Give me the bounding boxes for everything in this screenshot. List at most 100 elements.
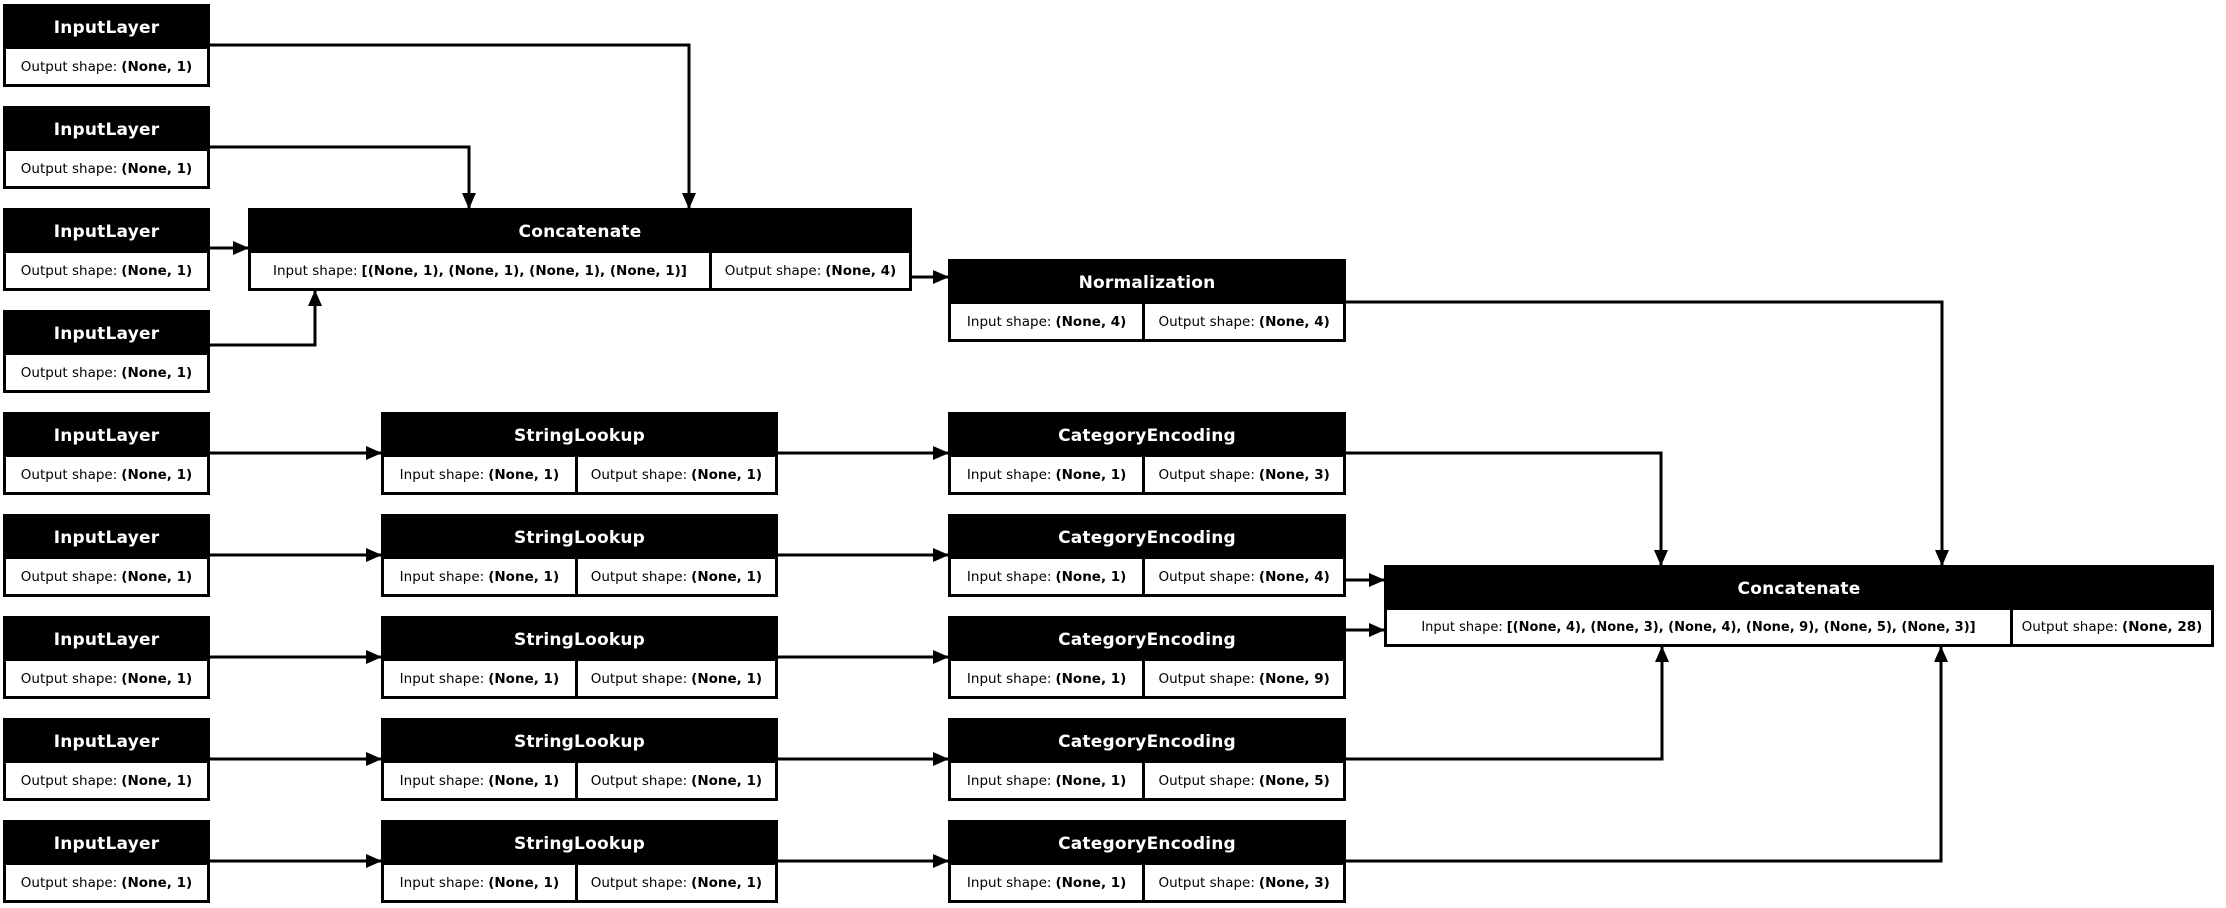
inputlayer-4-output-shape: Output shape:(None, 1) xyxy=(6,355,207,390)
inputlayer-7-output-shape: Output shape:(None, 1) xyxy=(6,661,207,696)
stringlookup-3-output-shape: Output shape:(None, 1) xyxy=(574,661,775,696)
shape-label: Input shape: xyxy=(399,670,485,687)
edge-categoryencoding-4-to-concatenate-2 xyxy=(1346,646,1669,761)
shape-value: (None, 1) xyxy=(121,466,193,483)
shape-value: [(None, 1), (None, 1), (None, 1), (None,… xyxy=(361,262,687,279)
stringlookup-3-shape-row: Input shape:(None, 1)Output shape:(None,… xyxy=(384,661,775,696)
inputlayer-7-shape-row: Output shape:(None, 1) xyxy=(6,661,207,696)
shape-label: Output shape: xyxy=(20,466,118,483)
categoryencoding-1-title: CategoryEncoding xyxy=(951,415,1343,457)
edge-normalization-1-to-concatenate-2 xyxy=(1346,300,1949,566)
stringlookup-3-title: StringLookup xyxy=(384,619,775,661)
concatenate-2-output-shape: Output shape:(None, 28) xyxy=(2009,610,2211,644)
shape-value: [(None, 4), (None, 3), (None, 4), (None,… xyxy=(1506,619,1976,635)
stringlookup-5-output-shape: Output shape:(None, 1) xyxy=(574,865,775,900)
shape-label: Output shape: xyxy=(590,670,688,687)
shape-value: (None, 1) xyxy=(121,364,193,381)
shape-value: (None, 1) xyxy=(1055,874,1127,891)
inputlayer-8-output-shape: Output shape:(None, 1) xyxy=(6,763,207,798)
stringlookup-1-output-shape: Output shape:(None, 1) xyxy=(574,457,775,492)
concatenate-2-shape-row: Input shape:[(None, 4), (None, 3), (None… xyxy=(1387,610,2211,644)
shape-value: (None, 1) xyxy=(488,466,560,483)
shape-label: Output shape: xyxy=(1158,874,1255,891)
categoryencoding-2-input-shape: Input shape:(None, 1) xyxy=(951,559,1142,594)
stringlookup-2-input-shape: Input shape:(None, 1) xyxy=(384,559,575,594)
shape-value: (None, 1) xyxy=(691,568,763,585)
concatenate-2-title: Concatenate xyxy=(1387,568,2211,610)
shape-value: (None, 1) xyxy=(121,772,193,789)
inputlayer-9-output-shape: Output shape:(None, 1) xyxy=(6,865,207,900)
shape-label: Output shape: xyxy=(1158,772,1255,789)
inputlayer-7-title: InputLayer xyxy=(6,619,207,661)
stringlookup-1-title: StringLookup xyxy=(384,415,775,457)
categoryencoding-4-output-shape: Output shape:(None, 5) xyxy=(1142,763,1343,798)
shape-label: Input shape: xyxy=(399,568,485,585)
shape-value: (None, 5) xyxy=(1258,772,1330,789)
categoryencoding-2-title: CategoryEncoding xyxy=(951,517,1343,559)
shape-value: (None, 1) xyxy=(488,772,560,789)
shape-value: (None, 1) xyxy=(121,874,193,891)
stringlookup-4-output-shape: Output shape:(None, 1) xyxy=(574,763,775,798)
inputlayer-9-shape-row: Output shape:(None, 1) xyxy=(6,865,207,900)
shape-value: (None, 3) xyxy=(1258,874,1330,891)
inputlayer-5-output-shape: Output shape:(None, 1) xyxy=(6,457,207,492)
normalization-1-shape-row: Input shape:(None, 4)Output shape:(None,… xyxy=(951,304,1343,339)
shape-label: Input shape: xyxy=(399,466,485,483)
stringlookup-4-input-shape: Input shape:(None, 1) xyxy=(384,763,575,798)
shape-label: Output shape: xyxy=(1158,670,1255,687)
categoryencoding-1-input-shape: Input shape:(None, 1) xyxy=(951,457,1142,492)
shape-value: (None, 3) xyxy=(1258,466,1330,483)
categoryencoding-3-output-shape: Output shape:(None, 9) xyxy=(1142,661,1343,696)
shape-label: Output shape: xyxy=(20,874,118,891)
edge-inputlayer-1-to-concatenate-1 xyxy=(210,43,696,209)
inputlayer-6-shape-row: Output shape:(None, 1) xyxy=(6,559,207,594)
shape-label: Output shape: xyxy=(1158,568,1255,585)
edge-categoryencoding-5-to-concatenate-2 xyxy=(1346,646,1948,863)
shape-label: Output shape: xyxy=(20,58,118,75)
stringlookup-2-shape-row: Input shape:(None, 1)Output shape:(None,… xyxy=(384,559,775,594)
shape-label: Output shape: xyxy=(1158,313,1255,330)
inputlayer-1-shape-row: Output shape:(None, 1) xyxy=(6,49,207,84)
shape-value: (None, 1) xyxy=(121,568,193,585)
edge-inputlayer-4-to-concatenate-1 xyxy=(210,290,322,347)
shape-label: Input shape: xyxy=(966,313,1052,330)
stringlookup-5-input-shape: Input shape:(None, 1) xyxy=(384,865,575,900)
shape-label: Input shape: xyxy=(1421,619,1503,635)
stringlookup-2-output-shape: Output shape:(None, 1) xyxy=(574,559,775,594)
inputlayer-3-output-shape: Output shape:(None, 1) xyxy=(6,253,207,288)
normalization-1-input-shape: Input shape:(None, 4) xyxy=(951,304,1142,339)
inputlayer-3-title: InputLayer xyxy=(6,211,207,253)
shape-value: (None, 28) xyxy=(2122,619,2203,635)
shape-value: (None, 1) xyxy=(121,262,193,279)
shape-value: (None, 4) xyxy=(1258,568,1330,585)
categoryencoding-3-title: CategoryEncoding xyxy=(951,619,1343,661)
shape-value: (None, 1) xyxy=(1055,670,1127,687)
categoryencoding-1-output-shape: Output shape:(None, 3) xyxy=(1142,457,1343,492)
shape-label: Output shape: xyxy=(20,670,118,687)
edge-inputlayer-2-to-concatenate-1 xyxy=(210,145,476,209)
categoryencoding-2-shape-row: Input shape:(None, 1) Output shape:(None,… xyxy=(951,559,1343,594)
shape-label: Output shape: xyxy=(1158,466,1255,483)
categoryencoding-3-shape-row: Input shape:(None, 1)Output shape:(None,… xyxy=(951,661,1343,696)
categoryencoding-3-input-shape: Input shape:(None, 1) xyxy=(951,661,1142,696)
stringlookup-2-title: StringLookup xyxy=(384,517,775,559)
stringlookup-4-title: StringLookup xyxy=(384,721,775,763)
inputlayer-4-shape-row: Output shape:(None, 1) xyxy=(6,355,207,390)
shape-label: Output shape: xyxy=(590,874,688,891)
